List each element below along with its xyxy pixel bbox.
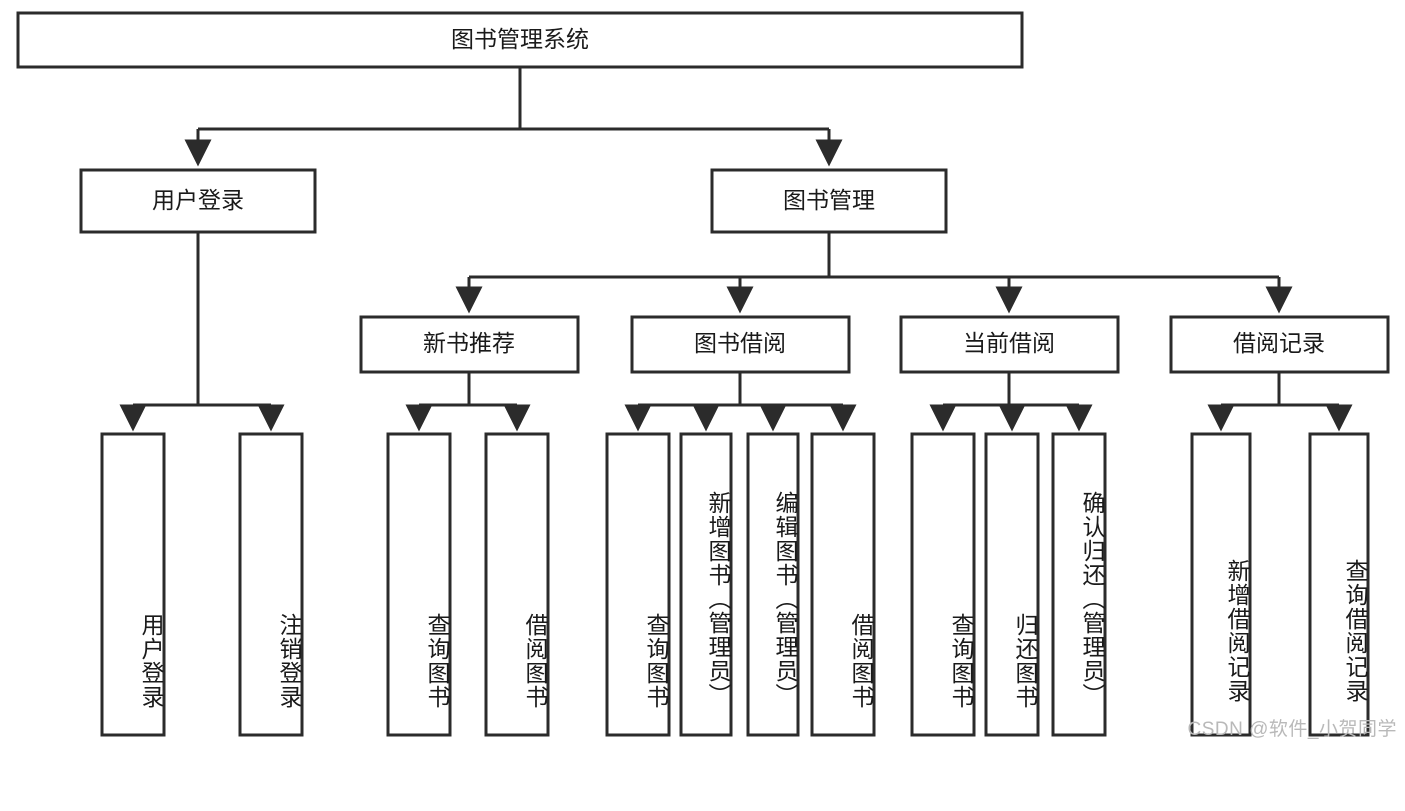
leaf-confirm-return-admin-box[interactable]	[1051, 432, 1107, 737]
node-book-manage[interactable]: 图书管理	[710, 168, 948, 234]
node-new-book-recommend-label: 新书推荐	[423, 330, 515, 356]
leaf-borrow-book-recommend-box[interactable]	[484, 432, 550, 737]
node-current-borrow-box[interactable]	[899, 315, 1120, 374]
connector-group-current-borrow	[929, 372, 1093, 432]
leaf-borrow-book-box[interactable]	[810, 432, 876, 737]
leaf-return-book-box[interactable]	[984, 432, 1040, 737]
connector-group-book-borrow	[624, 372, 857, 432]
leaf-query-book-recommend-box[interactable]	[386, 432, 452, 737]
connector-group-book-manage	[455, 232, 1293, 314]
node-user-login-label: 用户登录	[152, 187, 244, 213]
leaf-logout-login-box[interactable]	[238, 432, 304, 737]
node-root-box[interactable]	[16, 11, 1024, 69]
connector-group-root	[184, 67, 843, 167]
node-book-borrow-box[interactable]	[630, 315, 851, 374]
connector-group-new-book-recommend	[405, 372, 531, 432]
leaf-query-borrow-record-box[interactable]	[1308, 432, 1370, 737]
node-current-borrow-label: 当前借阅	[963, 330, 1055, 356]
leaf-query-book-current-box[interactable]	[910, 432, 976, 737]
flowchart-svg: 图书管理系统 用户登录 图书管理 新书推荐 图书借阅 当前借阅 借阅记录	[16, 11, 1390, 737]
node-borrow-record-box[interactable]	[1169, 315, 1390, 374]
csdn-watermark: CSDN @软件_小贺同学	[1187, 719, 1397, 740]
node-borrow-record-label: 借阅记录	[1233, 330, 1325, 356]
node-borrow-record[interactable]: 借阅记录	[1169, 315, 1390, 374]
node-user-login[interactable]: 用户登录	[79, 168, 317, 234]
leaf-add-borrow-record-box[interactable]	[1190, 432, 1252, 737]
leaf-user-login-box[interactable]	[100, 432, 166, 737]
leaf-query-book-borrow-box[interactable]	[605, 432, 671, 737]
node-user-login-box[interactable]	[79, 168, 317, 234]
leaf-edit-book-admin-box[interactable]	[746, 432, 800, 737]
node-current-borrow[interactable]: 当前借阅	[899, 315, 1120, 374]
leaf-boxes	[100, 432, 1370, 737]
node-book-borrow-label: 图书借阅	[694, 330, 786, 356]
leaf-add-book-admin-box[interactable]	[679, 432, 733, 737]
node-book-borrow[interactable]: 图书借阅	[630, 315, 851, 374]
connector-group-borrow-record	[1207, 372, 1353, 432]
node-new-book-recommend-box[interactable]	[359, 315, 580, 374]
node-root-label: 图书管理系统	[451, 26, 589, 52]
connector-group-user-login	[119, 232, 285, 432]
node-root[interactable]: 图书管理系统	[16, 11, 1024, 69]
node-new-book-recommend[interactable]: 新书推荐	[359, 315, 580, 374]
node-book-manage-label: 图书管理	[783, 187, 875, 213]
node-book-manage-box[interactable]	[710, 168, 948, 234]
diagram-canvas: 图书管理系统 用户登录 图书管理 新书推荐 图书借阅 当前借阅 借阅记录	[16, 11, 1397, 740]
